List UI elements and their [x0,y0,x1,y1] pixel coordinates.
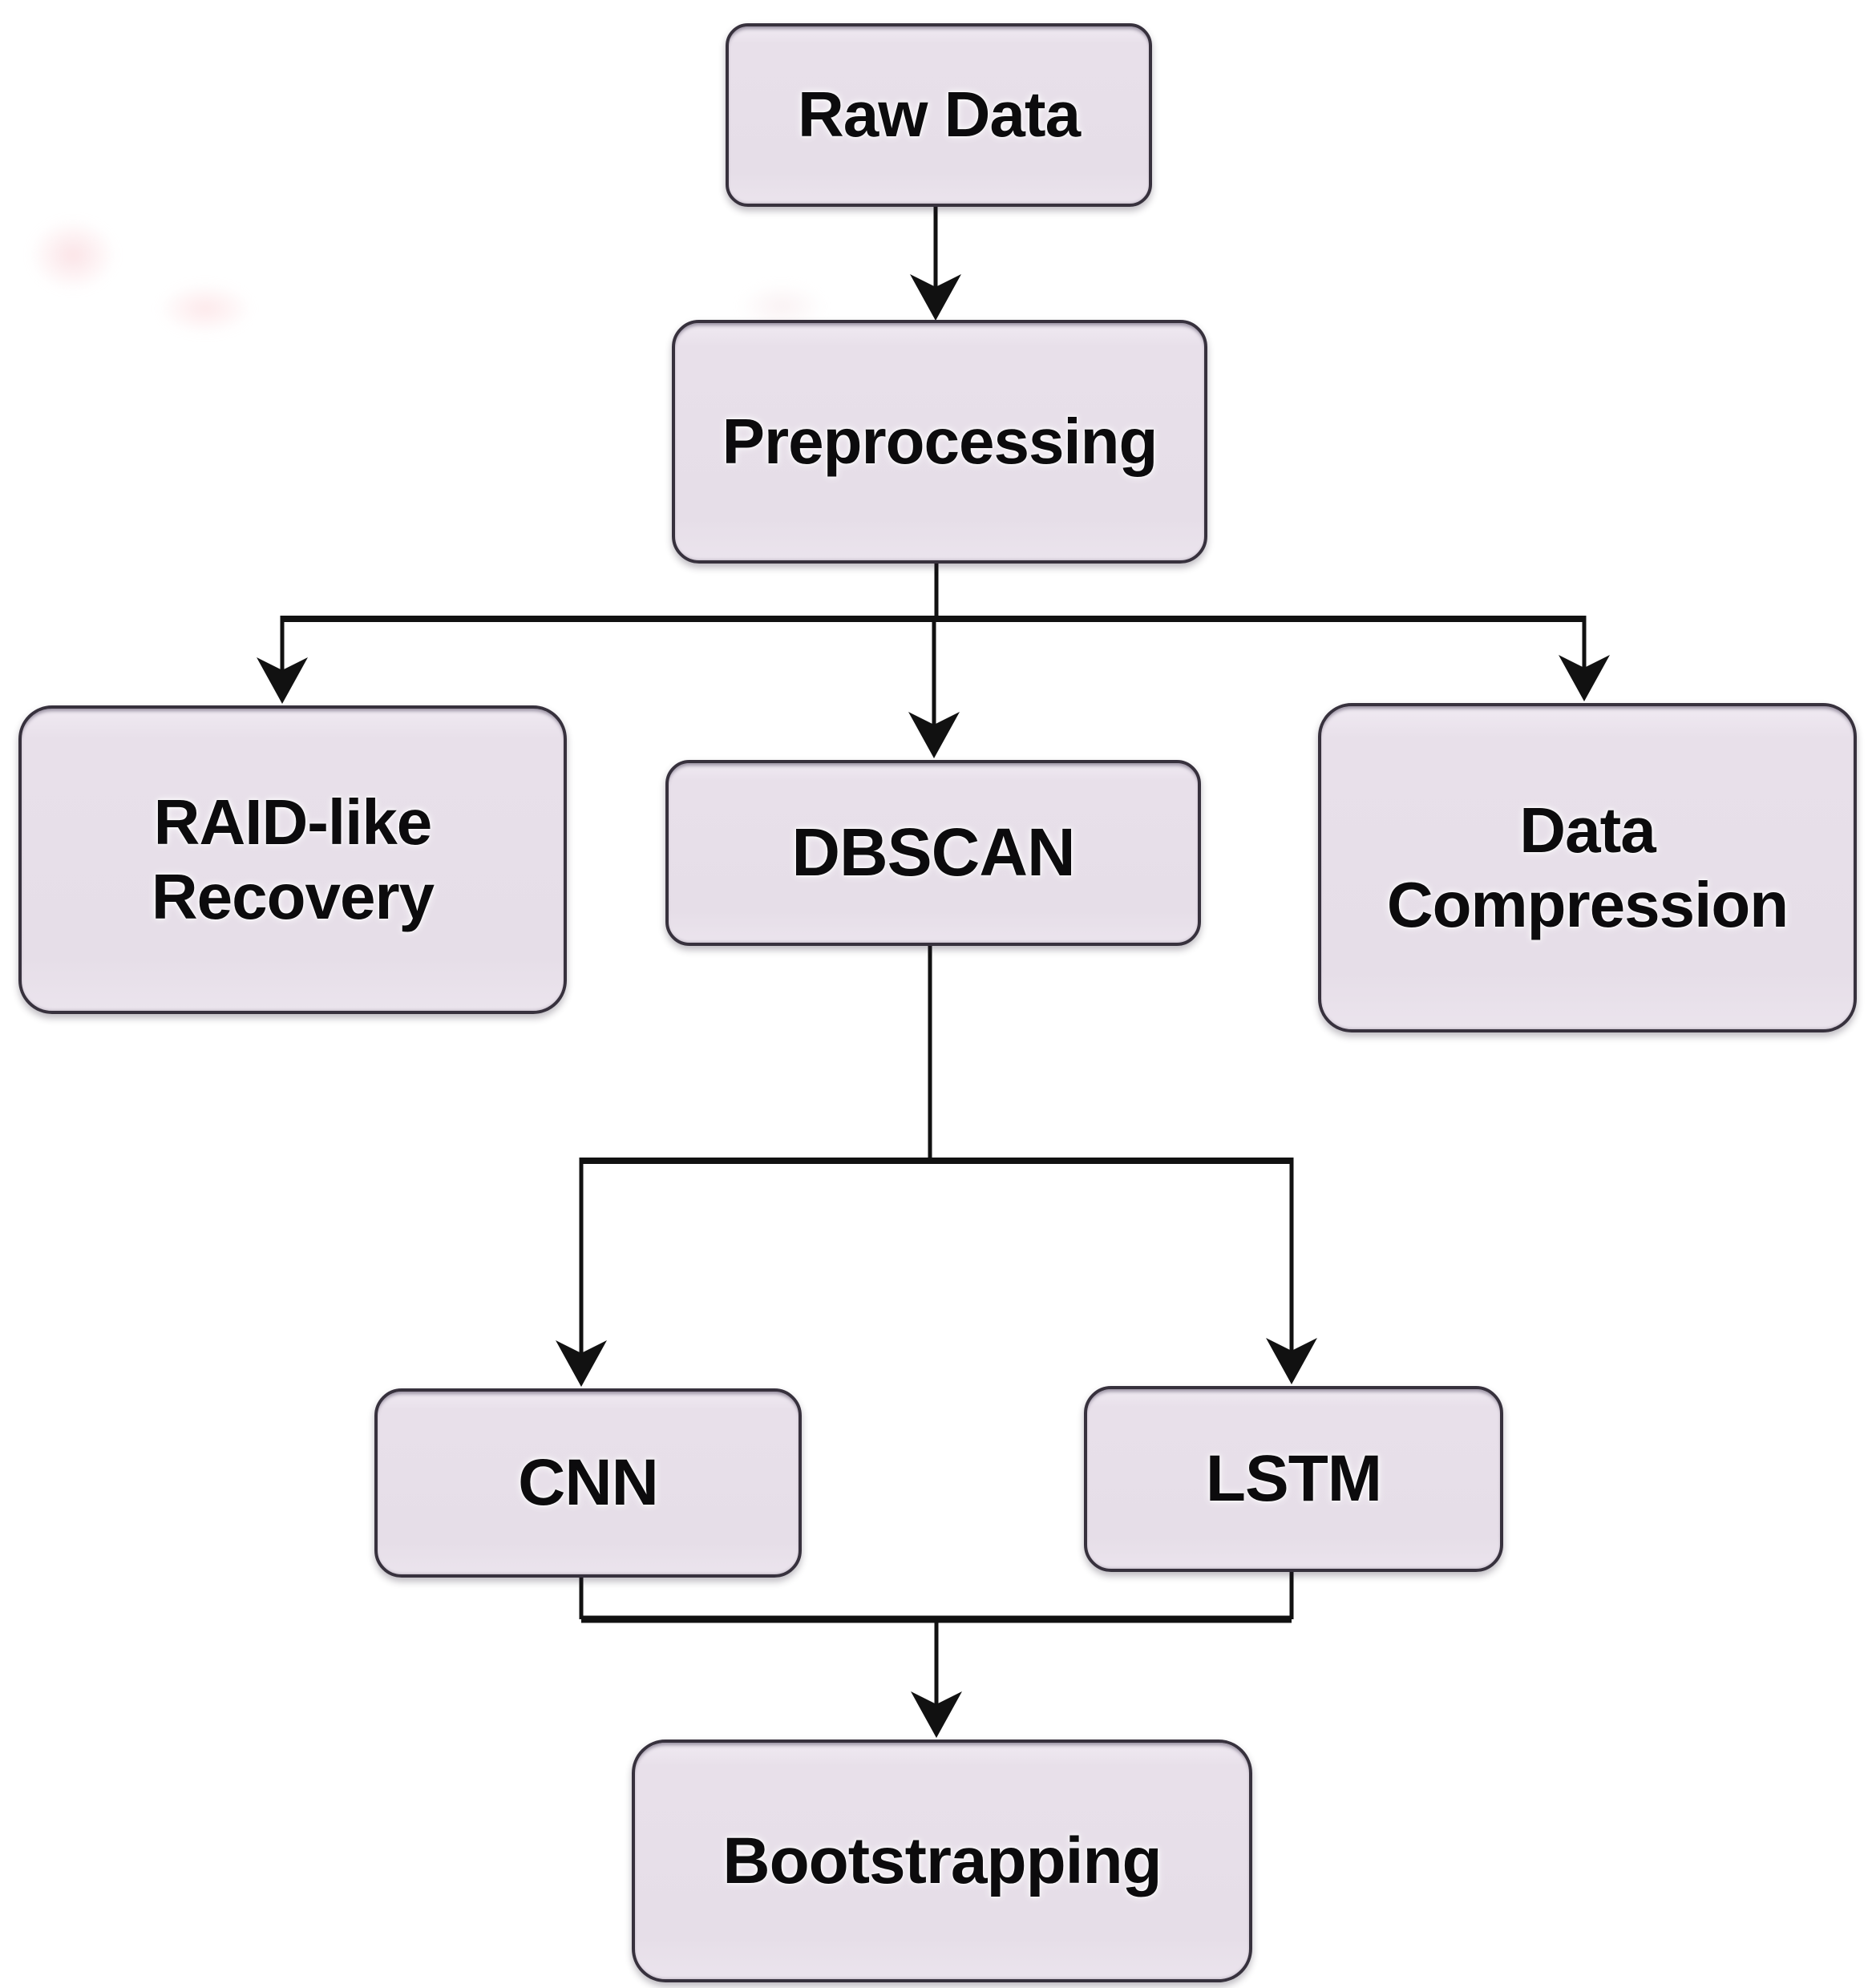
node-cnn-label: CNN [518,1446,659,1520]
arrowhead [1559,655,1610,701]
node-raw-data-label: Raw Data [797,79,1081,151]
arrowhead [1266,1338,1317,1384]
node-data-compression: Data Compression [1318,703,1857,1032]
node-cnn: CNN [374,1388,802,1578]
node-dbscan-label: DBSCAN [791,814,1075,891]
arrowhead [910,274,961,321]
node-bootstrapping-label: Bootstrapping [722,1824,1162,1897]
node-lstm: LSTM [1084,1386,1503,1572]
node-raw-data: Raw Data [726,23,1152,207]
scan-artifact-smudge [157,282,253,335]
node-data-compression-label: Data Compression [1386,794,1789,940]
arrowhead [911,1691,962,1738]
node-bootstrapping: Bootstrapping [632,1740,1252,1982]
node-dbscan: DBSCAN [665,760,1201,946]
node-raid-recovery-label: RAID-like Recovery [151,786,435,932]
node-raid-recovery: RAID-like Recovery [18,705,567,1014]
arrowhead [556,1340,607,1387]
arrowhead [908,712,960,758]
node-preprocessing-label: Preprocessing [722,405,1158,477]
node-preprocessing: Preprocessing [672,320,1207,564]
node-lstm-label: LSTM [1205,1442,1382,1516]
scan-artifact-smudge [29,218,117,292]
arrowhead [257,657,308,704]
